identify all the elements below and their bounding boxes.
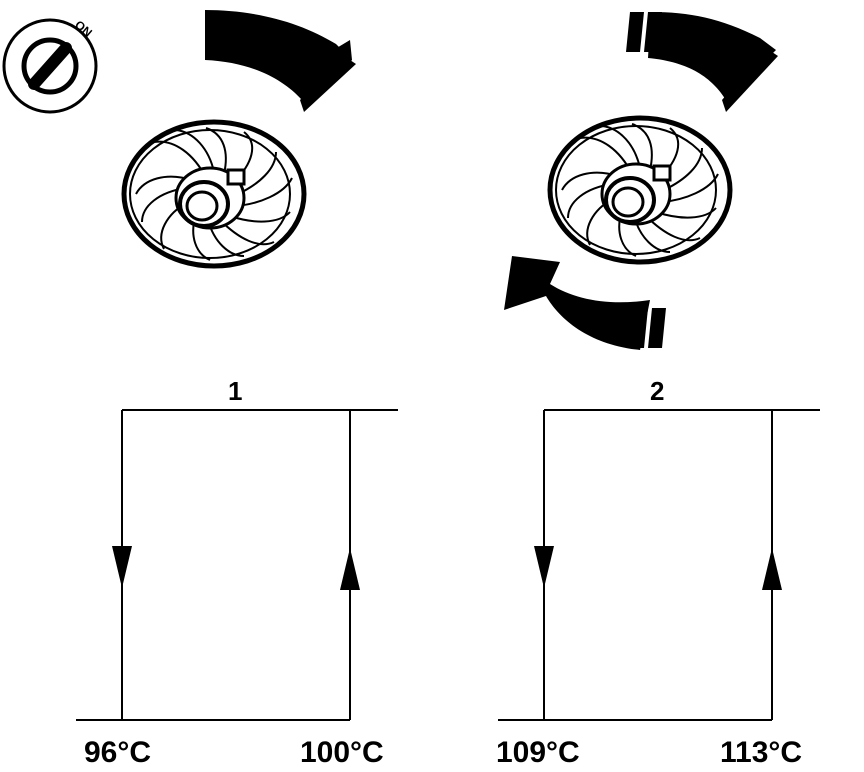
speed-marks-2-icon <box>626 12 666 348</box>
ignition-key-icon: ON <box>2 18 98 114</box>
fan-1-icon <box>124 122 304 266</box>
arrow-down-2-icon <box>534 546 554 588</box>
rotation-arrow-2a-icon <box>648 12 776 100</box>
temp-off-1: 96°C <box>84 736 151 769</box>
arrow-up-2-icon <box>762 548 782 590</box>
temp-on-1: 100°C <box>300 736 384 769</box>
rotation-arrow-2b-icon <box>504 256 650 350</box>
temp-on-2: 113°C <box>720 736 802 769</box>
panel-number-1: 1 <box>228 376 242 406</box>
fan-2-icon <box>550 118 730 262</box>
arrow-up-1-icon <box>340 548 360 590</box>
temp-off-2: 109°C <box>496 736 580 769</box>
panel-number-2: 2 <box>650 376 664 406</box>
arrow-down-1-icon <box>112 546 132 588</box>
